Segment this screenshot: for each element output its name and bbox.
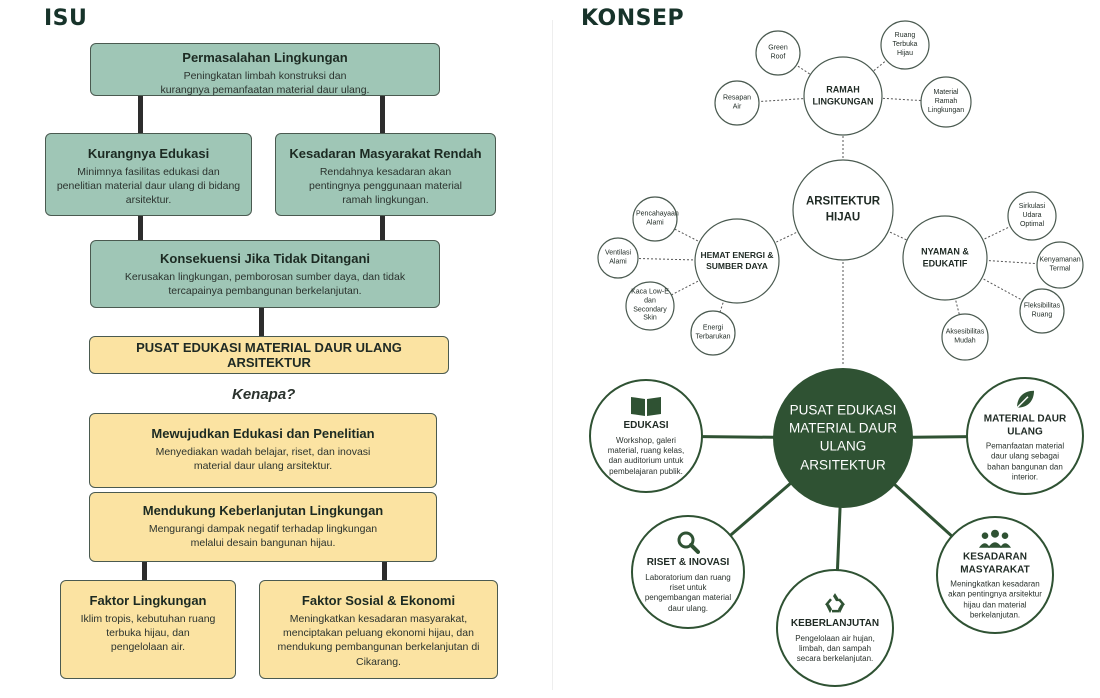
leaf-resapan: Resapan Air — [722, 94, 752, 110]
center-node — [773, 368, 913, 508]
ramah-node — [803, 56, 883, 136]
keberlanjutan-desc: Pengelolaan air hujan, limbah, dan sampa… — [795, 633, 875, 664]
material-title: MATERIAL DAUR ULANG — [983, 413, 1067, 438]
leaf-node — [755, 30, 801, 76]
riset-node — [631, 515, 745, 629]
leaf-node — [920, 76, 972, 128]
hemat-label: HEMAT ENERGI & SUMBER DAYA — [700, 249, 774, 271]
kesadaran-node — [936, 516, 1054, 634]
edukasi-content: EDUKASI Workshop, galeri material, ruang… — [600, 395, 692, 477]
arsitektur-label: ARSITEKTUR HIJAU — [805, 195, 881, 223]
hemat-node — [694, 218, 780, 304]
connector — [259, 308, 264, 336]
pusat-box: PUSAT EDUKASI MATERIAL DAUR ULANG ARSITE… — [89, 336, 449, 374]
connector — [138, 215, 143, 241]
kurang-edukasi-box: Kurangnya Edukasi Minimnya fasilitas edu… — [45, 133, 252, 216]
faktor-sosial-box: Faktor Sosial & Ekonomi Meningkatkan kes… — [259, 580, 498, 679]
box-desc: Peningkatan limbah konstruksi dan kurang… — [160, 70, 370, 97]
faktor-lingkungan-box: Faktor Lingkungan Iklim tropis, kebutuha… — [60, 580, 236, 679]
center-label: PUSAT EDUKASI MATERIAL DAUR ULANG ARSITE… — [788, 402, 897, 473]
leaf-node — [632, 196, 678, 242]
nyaman-node — [902, 215, 988, 301]
pusat-label: PUSAT EDUKASI MATERIAL DAUR ULANG ARSITE… — [136, 340, 402, 370]
keberlanjutan-node — [776, 569, 894, 687]
leaf-energi: Energi Terbarukan — [695, 324, 731, 340]
leaf-fleksibilitas: Fleksibilitas Ruang — [1023, 302, 1061, 318]
material-node — [966, 377, 1084, 495]
magnifier-icon — [677, 531, 700, 554]
riset-desc: Laboratorium dan ruang riset untuk penge… — [644, 572, 732, 613]
arsitektur-node — [792, 159, 894, 261]
leaf-node — [1019, 288, 1065, 334]
box-title: Permasalahan Lingkungan — [182, 50, 348, 65]
edukasi-node — [589, 379, 703, 493]
box-desc: Meningkatkan kesadaran masyarakat, menci… — [277, 613, 480, 668]
leaf-node — [941, 313, 989, 361]
leaf-node — [880, 20, 930, 70]
box-title: Kesadaran Masyarakat Rendah — [289, 146, 482, 161]
box-desc: Kerusakan lingkungan, pemborosan sumber … — [124, 271, 406, 298]
kesadaran-desc: Meningkatkan kesadaran akan pentingnya a… — [948, 579, 1042, 620]
leaf-pencahayaan: Pencahayaan Alami — [636, 210, 679, 226]
riset-content: RISET & INOVASI Laboratorium dan ruang r… — [641, 530, 735, 614]
box-title: Konsekuensi Jika Tidak Ditangani — [160, 251, 370, 266]
kesadaran-content: KESADARAN MASYARAKAT Meningkatkan kesada… — [945, 529, 1045, 622]
leaf-node — [690, 310, 736, 356]
konsep-heading: KONSEP — [581, 6, 685, 31]
box-title: Kurangnya Edukasi — [87, 146, 210, 161]
mewujudkan-box: Mewujudkan Edukasi dan Penelitian Menyed… — [89, 413, 437, 488]
edukasi-title: EDUKASI — [623, 419, 669, 431]
leaf-node — [1007, 191, 1057, 241]
kesadaran-rendah-box: Kesadaran Masyarakat Rendah Rendahnya ke… — [275, 133, 496, 216]
leaf-sirkulasi: Sirkulasi Udara Optimal — [1018, 202, 1046, 228]
leaf-ruang-terbuka: Ruang Terbuka Hijau — [892, 31, 918, 57]
box-desc: Minimnya fasilitas edukasi dan penelitia… — [56, 166, 241, 207]
connector — [138, 95, 143, 135]
riset-title: RISET & INOVASI — [646, 556, 730, 568]
material-content: MATERIAL DAUR ULANG Pemanfaatan material… — [979, 389, 1071, 484]
leaf-icon — [1016, 390, 1034, 409]
material-desc: Pemanfaatan material daur ulang sebagai … — [985, 441, 1065, 482]
keberlanjutan-content: KEBERLANJUTAN Pengelolaan air hujan, lim… — [787, 591, 883, 665]
keberlanjutan-title: KEBERLANJUTAN — [790, 618, 880, 630]
mendukung-box: Mendukung Keberlanjutan Lingkungan Mengu… — [89, 492, 437, 562]
nyaman-label: NYAMAN & EDUKATIF — [921, 246, 969, 268]
leaf-green-roof: Green Roof — [768, 44, 788, 60]
box-desc: Mengurangi dampak negatif terhadap lingk… — [148, 523, 378, 550]
box-desc: Iklim tropis, kebutuhan ruang terbuka hi… — [80, 613, 216, 654]
leaf-node — [1036, 241, 1084, 289]
kenapa-label: Kenapa? — [232, 386, 296, 403]
book-icon — [631, 396, 661, 416]
connector — [382, 561, 387, 581]
box-title: Mewujudkan Edukasi dan Penelitian — [151, 426, 375, 441]
box-title: Faktor Lingkungan — [89, 593, 207, 608]
leaf-material-ramah: Material Ramah Lingkungan — [927, 88, 965, 114]
box-desc: Menyediakan wadah belajar, riset, dan in… — [155, 446, 371, 473]
connector — [380, 215, 385, 241]
leaf-aksesibilitas: Aksesibilitas Mudah — [945, 328, 985, 344]
leaf-kaca: Kaca Low-E dan Secondary Skin — [631, 288, 669, 322]
kesadaran-title: KESADARAN MASYARAKAT — [960, 551, 1030, 576]
isu-heading: ISU — [44, 6, 88, 31]
connector — [380, 95, 385, 135]
permasalahan-box: Permasalahan Lingkungan Peningkatan limb… — [90, 43, 440, 96]
leaf-node — [597, 237, 639, 279]
edukasi-desc: Workshop, galeri material, ruang kelas, … — [607, 435, 685, 476]
leaf-node — [625, 281, 675, 331]
leaf-node — [714, 80, 760, 126]
ramah-label: RAMAH LINGKUNGAN — [812, 84, 874, 106]
box-title: Mendukung Keberlanjutan Lingkungan — [142, 503, 384, 518]
leaf-ventilasi: Ventilasi Alami — [604, 249, 632, 265]
konsekuensi-box: Konsekuensi Jika Tidak Ditangani Kerusak… — [90, 240, 440, 308]
box-title: Faktor Sosial & Ekonomi — [301, 593, 456, 608]
leaf-kenyamanan: Kenyamanan Termal — [1039, 256, 1081, 272]
connector — [142, 561, 147, 581]
divider — [552, 20, 553, 690]
box-desc: Rendahnya kesadaran akan pentingnya peng… — [309, 166, 462, 207]
people-icon — [979, 529, 1011, 548]
recycle-icon — [825, 593, 845, 614]
